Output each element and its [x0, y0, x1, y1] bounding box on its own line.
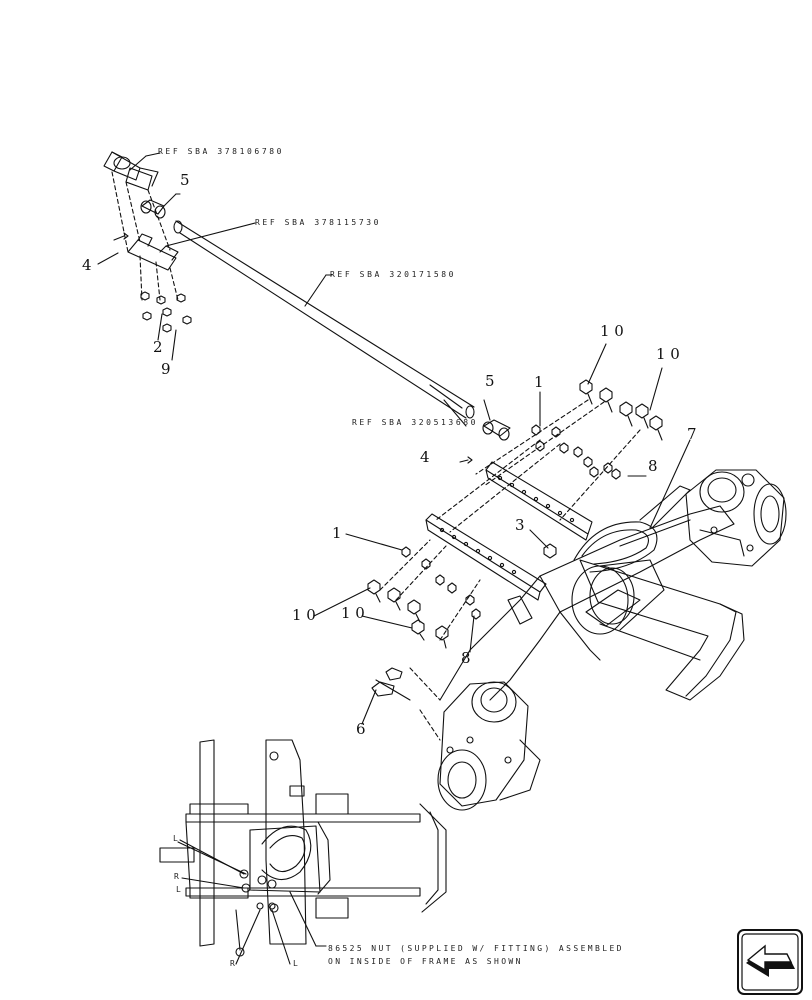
fasteners-top [113, 232, 192, 333]
inset-label-l-mid: L [176, 885, 181, 894]
long-tube [173, 220, 475, 427]
assembly-note-line-2: ON INSIDE OF FRAME AS SHOWN [328, 957, 523, 966]
reference-label-1: REF SBA 378106780 [158, 147, 285, 156]
callout-6: 6 [356, 720, 366, 738]
dashed-guides-top [111, 171, 179, 301]
frame-rail-lower [425, 513, 547, 625]
callout-1-top: 1 [534, 373, 544, 391]
callout-8-bottom: 8 [461, 649, 471, 667]
callout-10-c: 1 0 [292, 606, 316, 624]
assembly-note: 86525 NUT (SUPPLIED W/ FITTING) ASSEMBLE… [328, 942, 624, 968]
callout-1-mid: 1 [332, 524, 342, 542]
inset-label-r-mid: R [174, 872, 179, 881]
assembly-note-line-1: 86525 NUT (SUPPLIED W/ FITTING) ASSEMBLE… [328, 944, 624, 953]
reference-label-2: REF SBA 378115730 [255, 218, 382, 227]
leader-lines-top [97, 252, 177, 361]
inset-label-r-bottom: R [230, 959, 235, 968]
bushing-mid [459, 399, 511, 464]
right-hub [685, 469, 787, 567]
callout-4-mid: 4 [420, 448, 430, 466]
inset-label-l-bottom: L [293, 959, 298, 968]
reference-label-3: REF SBA 320171580 [330, 270, 457, 279]
left-hub [437, 681, 541, 811]
steering-linkage [573, 485, 691, 573]
frame-rail-upper [485, 461, 593, 541]
callout-2: 2 [153, 338, 163, 356]
bolts-upper [531, 379, 663, 480]
inset-view [159, 739, 447, 965]
bolts-lower [367, 543, 557, 649]
navigate-back-button[interactable] [737, 929, 803, 995]
callout-10-a: 1 0 [600, 322, 624, 340]
callout-5-mid: 5 [485, 372, 495, 390]
upper-clamp [103, 151, 161, 191]
callout-9: 9 [161, 360, 171, 378]
dashed-guides-mid [379, 399, 641, 741]
hydraulic-fittings [371, 667, 411, 701]
callout-7: 7 [687, 425, 697, 443]
inset-label-l-top: L [173, 834, 178, 843]
callout-10-b: 1 0 [656, 345, 680, 363]
reference-label-4: REF SBA 320513680 [352, 418, 479, 427]
callout-3: 3 [515, 516, 525, 534]
tow-frame [579, 559, 745, 701]
bushing-top [140, 193, 181, 219]
leader-lines-main [313, 343, 691, 725]
axle-housing [439, 505, 735, 701]
back-arrow-icon [737, 929, 803, 995]
callout-4-top: 4 [82, 256, 92, 274]
callout-10-d: 1 0 [341, 604, 365, 622]
callout-8-top: 8 [648, 457, 658, 475]
callout-5-top: 5 [180, 171, 190, 189]
lower-clamp [127, 222, 256, 271]
